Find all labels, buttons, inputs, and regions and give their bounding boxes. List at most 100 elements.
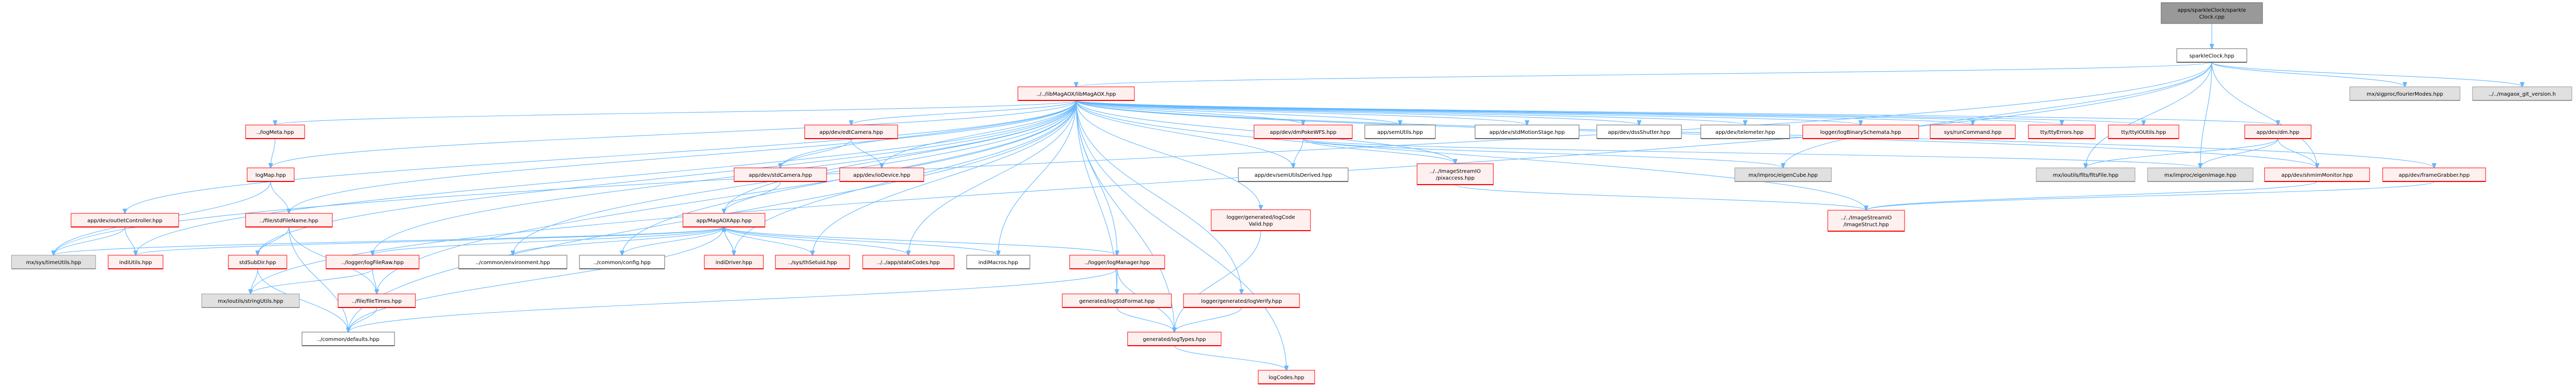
graph-node-fitsFile[interactable]: mx/ioutils/fits/fitsFile.hpp (2036, 167, 2136, 182)
node-box[interactable] (201, 293, 300, 308)
node-box[interactable] (108, 255, 164, 269)
graph-node-gitVersion[interactable]: ../../magaox_git_version.h (2472, 86, 2572, 101)
graph-node-logMeta[interactable]: ../logMeta.hpp (245, 124, 305, 139)
graph-node-shmimMonitor[interactable]: app/dev/shmimMonitor.hpp (2264, 167, 2370, 182)
graph-node-frameGrabber[interactable]: app/dev/frameGrabber.hpp (2382, 167, 2486, 182)
graph-node-fourierModes[interactable]: mx/sigproc/fourierModes.hpp (2349, 86, 2461, 101)
graph-node-outletController[interactable]: app/dev/outletController.hpp (71, 213, 179, 227)
node-box[interactable] (1238, 167, 1349, 182)
node-box[interactable] (2108, 124, 2179, 139)
node-box[interactable] (338, 293, 416, 308)
graph-node-ImageStruct[interactable]: ../../ImageStreamIO/ImageStruct.hpp (1827, 210, 1905, 232)
node-box[interactable] (326, 255, 420, 269)
node-box[interactable] (301, 332, 395, 346)
graph-node-root[interactable]: apps/sparkleClock/sparkleClock.cpp (2161, 2, 2263, 24)
node-box[interactable] (1827, 210, 1905, 232)
node-box[interactable] (2472, 86, 2572, 101)
graph-node-fileTimes[interactable]: ../file/fileTimes.hpp (338, 293, 416, 308)
node-box[interactable] (245, 213, 333, 227)
graph-node-eigenImage[interactable]: mx/improc/eigenImage.hpp (2147, 167, 2254, 182)
node-box[interactable] (245, 124, 305, 139)
node-box[interactable] (71, 213, 179, 227)
node-box[interactable] (1596, 124, 1682, 139)
graph-node-edtCamera[interactable]: app/dev/edtCamera.hpp (804, 124, 898, 139)
graph-node-stdSubDir[interactable]: stdSubDir.hpp (228, 255, 287, 269)
graph-node-eigenCube[interactable]: mx/improc/eigenCube.hpp (1734, 167, 1832, 182)
graph-node-logTypes[interactable]: generated/logTypes.hpp (1127, 332, 1222, 346)
graph-node-stringUtils[interactable]: mx/ioutils/stringUtils.hpp (201, 293, 300, 308)
node-box[interactable] (1254, 124, 1353, 139)
graph-node-dmPokeWFS[interactable]: app/dev/dmPokeWFS.hpp (1254, 124, 1353, 139)
graph-node-telemeter[interactable]: app/dev/telemeter.hpp (1700, 124, 1790, 139)
node-box[interactable] (682, 213, 765, 227)
node-box[interactable] (1183, 293, 1300, 308)
node-box[interactable] (2036, 167, 2136, 182)
graph-node-ttyErrors[interactable]: tty/ttyErrors.hpp (2028, 124, 2096, 139)
node-box[interactable] (1475, 124, 1580, 139)
dependency-edge-logCodeValid-to-logTypes (1175, 230, 1261, 332)
node-box[interactable] (966, 255, 1030, 269)
graph-node-dssShutter[interactable]: app/dev/dssShutter.hpp (1596, 124, 1682, 139)
graph-node-logCodes[interactable]: logCodes.hpp (1258, 370, 1315, 384)
graph-node-pixaccess[interactable]: ../../ImageStreamIO/pixaccess.hpp (1417, 163, 1494, 185)
node-box[interactable] (1017, 86, 1135, 101)
dependency-edge-libMagAOX-to-runCommand (1075, 100, 1973, 125)
node-box[interactable] (1734, 167, 1832, 182)
graph-node-logMap[interactable]: logMap.hpp (247, 167, 295, 182)
graph-node-libMagAOX[interactable]: ../../libMagAOX/libMagAOX.hpp (1017, 86, 1135, 101)
node-box[interactable] (579, 255, 665, 269)
graph-node-stdMotionStage[interactable]: app/dev/stdMotionStage.hpp (1475, 124, 1580, 139)
graph-node-logManager[interactable]: ../logger/logManager.hpp (1069, 255, 1165, 269)
graph-node-runCommand[interactable]: sys/runCommand.hpp (1930, 124, 2016, 139)
node-box[interactable] (862, 255, 955, 269)
dependency-edge-sparkleClock-to-libMagAOX (1076, 62, 2212, 87)
graph-node-ioDevice[interactable]: app/dev/ioDevice.hpp (839, 167, 924, 182)
node-label: logger/generated/logCode (1226, 215, 1295, 221)
graph-node-stdCamera[interactable]: app/dev/stdCamera.hpp (734, 167, 827, 182)
graph-node-stateCodes[interactable]: ../../app/stateCodes.hpp (862, 255, 955, 269)
dependency-edge-MagAOXApp-to-defaults (349, 226, 725, 332)
node-box[interactable] (1062, 293, 1172, 308)
node-box[interactable] (1364, 124, 1436, 139)
graph-node-ttyIOUtils[interactable]: tty/ttyIOUtils.hpp (2108, 124, 2179, 139)
node-box[interactable] (1258, 370, 1315, 384)
node-box[interactable] (1802, 124, 1919, 139)
node-box[interactable] (2349, 86, 2461, 101)
graph-node-logFileRaw[interactable]: ../logger/logFileRaw.hpp (326, 255, 420, 269)
node-box[interactable] (2264, 167, 2370, 182)
graph-node-MagAOXApp[interactable]: app/MagAOXApp.hpp (682, 213, 765, 227)
node-box[interactable] (2176, 48, 2247, 63)
node-box[interactable] (2028, 124, 2096, 139)
node-box[interactable] (458, 255, 567, 269)
graph-node-logStdFormat[interactable]: generated/logStdFormat.hpp (1062, 293, 1172, 308)
graph-node-logBinarySchemata[interactable]: logger/logBinarySchemata.hpp (1802, 124, 1919, 139)
graph-node-thSetuid[interactable]: ../sys/thSetuid.hpp (775, 255, 850, 269)
node-box[interactable] (775, 255, 850, 269)
graph-node-semUtils[interactable]: app/semUtils.hpp (1364, 124, 1436, 139)
graph-node-dm[interactable]: app/dev/dm.hpp (2244, 124, 2312, 139)
node-box[interactable] (1069, 255, 1165, 269)
graph-node-defaults[interactable]: ../common/defaults.hpp (301, 332, 395, 346)
node-box[interactable] (1700, 124, 1790, 139)
graph-node-logVerify[interactable]: logger/generated/logVerify.hpp (1183, 293, 1300, 308)
graph-node-environment[interactable]: ../common/environment.hpp (458, 255, 567, 269)
graph-node-indiDriver[interactable]: indiDriver.hpp (704, 255, 764, 269)
graph-node-stdFileName[interactable]: ../file/stdFileName.hpp (245, 213, 333, 227)
graph-node-config[interactable]: ../common/config.hpp (579, 255, 665, 269)
node-box[interactable] (804, 124, 898, 139)
graph-node-indiUtils[interactable]: indiUtils.hpp (108, 255, 164, 269)
graph-node-indiMacros[interactable]: indiMacros.hpp (966, 255, 1030, 269)
node-box[interactable] (2147, 167, 2254, 182)
graph-node-sparkleClock[interactable]: sparkleClock.hpp (2176, 48, 2247, 63)
node-box[interactable] (1211, 209, 1311, 231)
node-label: mx/sigproc/fourierModes.hpp (2366, 92, 2443, 97)
node-box[interactable] (11, 255, 96, 269)
graph-node-semUtilsDerived[interactable]: app/dev/semUtilsDerived.hpp (1238, 167, 1349, 182)
node-box[interactable] (228, 255, 287, 269)
node-box[interactable] (2161, 2, 2263, 24)
node-box[interactable] (734, 167, 827, 182)
dependency-edge-shmimMonitor-to-ImageStruct (1866, 181, 2318, 210)
graph-node-timeUtils[interactable]: mx/sys/timeUtils.hpp (11, 255, 96, 269)
node-box[interactable] (1930, 124, 2016, 139)
